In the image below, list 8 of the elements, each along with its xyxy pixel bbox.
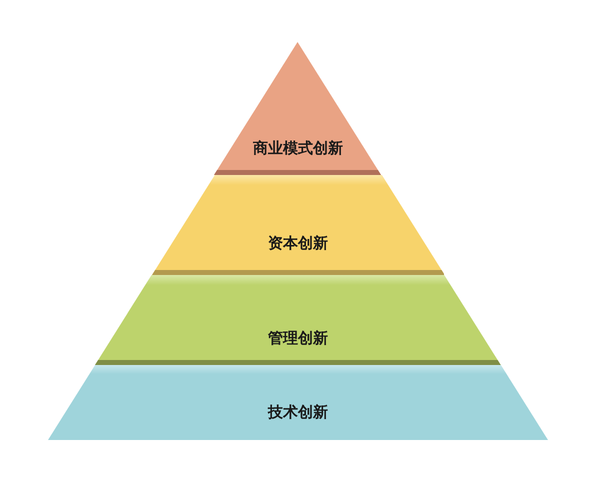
- pyramid-tier: [152, 175, 444, 275]
- pyramid-tier: [48, 365, 548, 440]
- tier-label: 技术创新: [268, 403, 328, 421]
- pyramid-top-triangle: [214, 42, 382, 175]
- tier-label: 商业模式创新: [252, 139, 343, 157]
- pyramid-tier: [95, 275, 501, 365]
- tier-label: 资本创新: [268, 234, 328, 252]
- tier-label: 管理创新: [268, 329, 328, 347]
